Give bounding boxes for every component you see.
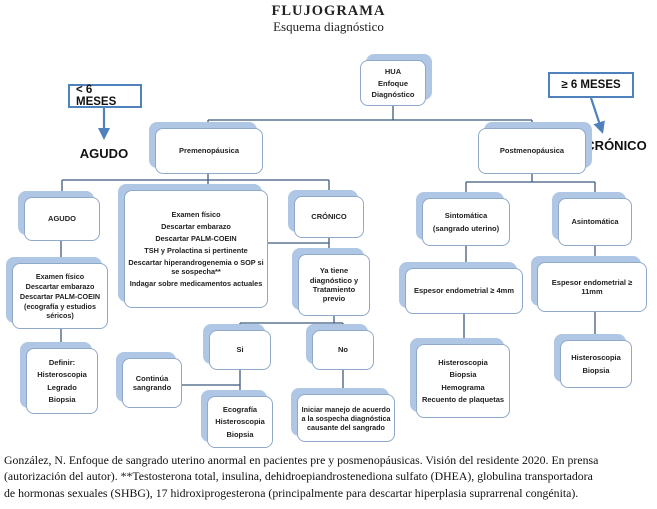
node-postmenopausica: Postmenopáusica: [478, 128, 586, 174]
node-ecografia-histeroscopia: Ecografía Histeroscopia Biopsia: [207, 396, 273, 448]
label-agudo: AGUDO: [79, 146, 129, 161]
node-asintomatica: Asintomática: [558, 198, 632, 246]
node-iniciar-manejo: Iniciar manejo de acuerdo a la sospecha …: [297, 394, 395, 442]
node-sintomatica: Sintomática (sangrado uterino): [422, 198, 510, 246]
node-agudo: AGUDO: [24, 197, 100, 241]
node-si: Si: [209, 330, 271, 370]
node-histeroscopia-completa: Histeroscopia Biopsia Hemograma Recuento…: [416, 344, 510, 418]
node-examen-premenopausica: Examen físico Descartar embarazo Descart…: [124, 190, 268, 308]
node-no: No: [312, 330, 374, 370]
page-subtitle: Esquema diagnóstico: [273, 19, 384, 34]
duration-more-6-months: ≥ 6 MESES: [548, 72, 634, 98]
label-cronico: CRÓNICO: [585, 138, 647, 153]
node-premenopausica: Premenopáusica: [155, 128, 263, 174]
page-title: FLUJOGRAMA: [271, 3, 386, 19]
node-histeroscopia-biopsia: Histeroscopia Biopsia: [560, 340, 632, 388]
citation-line: de hormonas sexuales (SHBG), 17 hidroxip…: [4, 485, 579, 500]
node-espesor-11mm: Espesor endometrial ≥ 11mm: [537, 262, 647, 312]
citation-line: (autorización del autor). **Testosterona…: [4, 469, 593, 484]
node-examen-agudo: Examen físico Descartar embarazo Descart…: [12, 263, 108, 329]
node-cronico: CRÓNICO: [294, 196, 364, 238]
citation-footer: González, N. Enfoque de sangrado uterino…: [4, 452, 654, 501]
citation-line: González, N. Enfoque de sangrado uterino…: [4, 453, 599, 467]
cronico-down-arrow-icon: [589, 97, 605, 134]
node-hua: HUA Enfoque Diagnóstico: [360, 60, 426, 106]
node-definir: Definir: Histeroscopia Legrado Biopsia: [26, 348, 98, 414]
node-espesor-4mm: Espesor endometrial ≥ 4mm: [405, 268, 523, 314]
node-ya-tiene-diagnostico: Ya tiene diagnóstico y Tratamiento previ…: [298, 254, 370, 316]
duration-less-6-months: < 6 MESES: [68, 84, 142, 108]
node-continua-sangrando: Continúa sangrando: [122, 358, 182, 408]
tree-connectors: [60, 106, 596, 396]
